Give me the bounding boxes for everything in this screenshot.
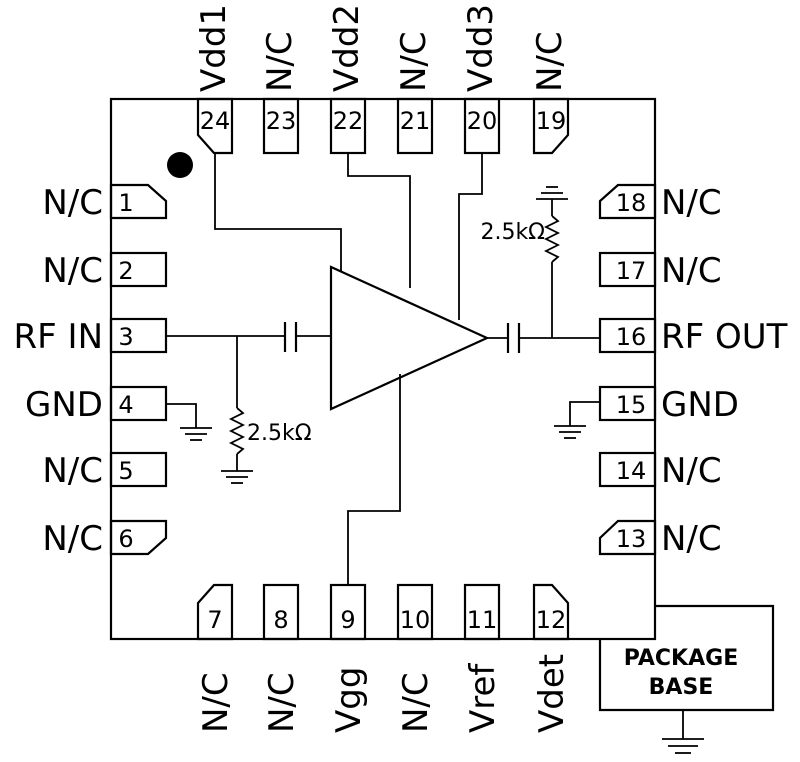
pin-4-label: GND [25,385,103,425]
pin-19-pad [532,97,570,155]
pin-11-label: Vref [463,663,503,733]
pin-15-number: 15 [616,391,647,419]
pin-13-pad [598,519,657,556]
pin-24-pad [196,97,234,155]
pin-5-label: N/C [42,451,103,491]
pin-15-pad [598,385,657,422]
pin-6-pad [109,519,168,556]
pin-21-pad [396,97,434,155]
vgg-trace [347,374,401,585]
pin-2-number: 2 [118,257,133,285]
output-resistor [543,215,561,263]
pin-23-number: 23 [266,107,297,135]
pin-12-label: Vdet [532,654,572,733]
package-outline [109,97,657,641]
pin-6-label: N/C [42,519,103,559]
pin-13-label: N/C [661,519,722,559]
pin-15-label: GND [661,385,739,425]
pin-5-pad [109,451,168,488]
pin-11-pad [463,583,501,641]
pin-17-label: N/C [661,251,722,291]
vdd2-trace [347,153,411,288]
input-resistor [228,407,246,455]
pin-3-number: 3 [118,323,133,351]
pin-17-pad [598,251,657,288]
pin-22-number: 22 [333,107,364,135]
pin-10-number: 10 [400,606,431,634]
package-base-box [598,604,775,712]
pin-16-pad [598,317,657,354]
package-base-label-line2: BASE [649,675,714,700]
pin-1-number: 1 [118,189,133,217]
pin-8-number: 8 [273,606,288,634]
pin-23-label: N/C [260,31,300,92]
pin-17-number: 17 [616,257,647,285]
pin-20-number: 20 [467,107,498,135]
pin-11-number: 11 [467,606,498,634]
pin-8-pad [262,583,300,641]
pin-16-number: 16 [616,323,647,351]
amplifier-symbol [329,265,490,411]
pin-4-number: 4 [118,391,133,419]
pin-16-label: RF OUT [661,317,788,357]
pin-2-pad [109,251,168,288]
pin-18-number: 18 [616,189,647,217]
pin-18-pad [598,183,657,220]
pin-7-label: N/C [196,672,236,733]
pin-24-number: 24 [200,107,231,135]
pin-20-label: Vdd3 [461,4,501,92]
pin1-indicator-dot [167,152,193,178]
pin-1-label: N/C [42,183,103,223]
pin-5-number: 5 [118,457,133,485]
pin-12-number: 12 [536,606,567,634]
pin-10-label: N/C [396,672,436,733]
pin-14-pad [598,451,657,488]
pin-19-number: 19 [536,107,567,135]
pin-14-number: 14 [616,457,647,485]
pin-9-number: 9 [340,606,355,634]
pin-7-pad [196,583,234,641]
pin-7-number: 7 [207,606,222,634]
pin-19-label: N/C [530,31,570,92]
pin-12-pad [532,583,570,641]
package-base-label-line1: PACKAGE [624,646,738,671]
pin15-ground-trace [569,401,600,426]
pin-18-label: N/C [661,183,722,223]
pin-22-label: Vdd2 [327,4,367,92]
pin4-ground-trace [166,403,197,428]
pin-1-pad [109,183,168,220]
vdd3-trace [458,153,483,320]
pin-21-number: 21 [400,107,431,135]
pin-6-number: 6 [118,525,133,553]
pin-23-pad [262,97,300,155]
vdd1-trace [214,153,342,272]
pin-14-label: N/C [661,451,722,491]
pin-10-pad [396,583,434,641]
pin-9-label: Vgg [329,667,369,733]
pin-13-number: 13 [616,525,647,553]
pin-21-label: N/C [394,31,434,92]
output-resistor-label: 2.5kΩ [480,220,545,245]
pin-8-label: N/C [262,672,302,733]
pin-3-label: RF IN [14,317,103,357]
pin-2-label: N/C [42,251,103,291]
pin-24-label: Vdd1 [194,4,234,92]
input-resistor-label: 2.5kΩ [247,421,312,446]
